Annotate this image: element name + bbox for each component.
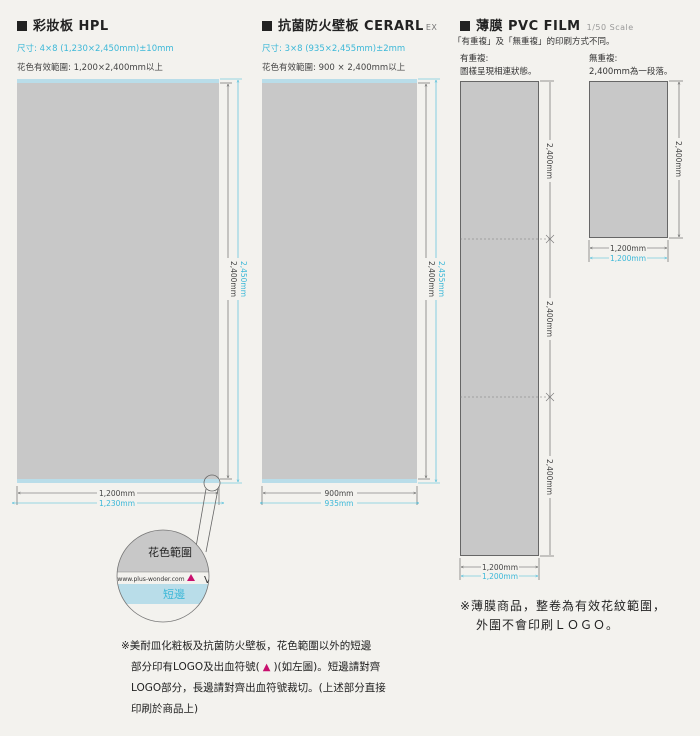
notes-line-2: 部分印有LOGO及出血符號(▲)(如左圖)。短邊請對齊: [131, 661, 381, 673]
film-segment-2-label: 2,400mm: [545, 301, 554, 337]
cerarl-width-label: 900mm: [325, 489, 354, 498]
cerarl-bleed-bottom: [262, 479, 417, 483]
square-bullet-icon: [460, 21, 470, 31]
film-norepeat-height-label: 2,400mm: [674, 141, 683, 177]
magnifier-short-edge: 短邊: [163, 587, 185, 601]
film-width-label: 1,200mm: [482, 563, 518, 572]
film-segment-1-label: 2,400mm: [545, 143, 554, 179]
cerarl-effective-area: 花色有效範圍: 900 × 2,400mm以上: [262, 63, 406, 73]
hpl-bleed-bottom: [17, 479, 219, 483]
cerarl-spec: 尺寸: 3×8 (935×2,455mm)±2mm: [262, 44, 406, 54]
hpl-bleed-top: [17, 79, 219, 83]
magnifier-target-circle: [203, 474, 221, 492]
film-width-bleed-label: 1,200mm: [482, 572, 518, 581]
film-note-line-2: 外圍不會印刷ＬＯＧＯ。: [476, 618, 620, 632]
film-repeat-desc: 圖樣呈現相連狀態。: [460, 67, 537, 77]
film-norepeat-width-label: 1,200mm: [610, 244, 646, 253]
film-norepeat-width-bleed-label: 1,200mm: [610, 254, 646, 263]
notes-line-3: LOGO部分，長邊請對齊出血符號裁切。(上述部分直接: [131, 682, 386, 694]
film-note: ※薄膜商品，整卷為有效花紋範圍， 外圍不會印刷ＬＯＧＯ。: [460, 597, 666, 635]
hpl-width-bleed-label: 1,230mm: [99, 499, 135, 508]
magnifier-label: 花色範圍: [148, 545, 192, 559]
hpl-panel: [17, 83, 219, 479]
film-subtitle: 「有重複」及「無重複」的印刷方式不同。: [453, 37, 615, 47]
magnifier-v-mark: V: [204, 575, 211, 586]
hpl-height-bleed-label: 2,450mm: [239, 261, 248, 297]
magnifier-url: www.plus-wonder.com: [117, 576, 184, 583]
hpl-height-label: 2,400mm: [229, 261, 238, 297]
square-bullet-icon: [17, 21, 27, 31]
film-repeat-label: 有重複:: [460, 54, 489, 64]
film-norepeat-desc: 2,400mm為一段落。: [589, 67, 673, 77]
cerarl-width-bleed-label: 935mm: [325, 499, 354, 508]
bleed-mark-icon: ▲: [262, 662, 271, 673]
film-segment-3-label: 2,400mm: [545, 459, 554, 495]
bottom-notes: ※美耐皿化粧板及抗菌防火壁板，花色範圍以外的短邊 部分印有LOGO及出血符號(▲…: [121, 636, 386, 720]
film-norepeat-panel: [589, 81, 668, 238]
hpl-spec: 尺寸: 4×8 (1,230×2,450mm)±10mm: [17, 44, 174, 54]
hpl-title: 彩妝板 HPL: [17, 15, 109, 34]
cerarl-bleed-top: [262, 79, 417, 83]
square-bullet-icon: [262, 21, 272, 31]
hpl-width-label: 1,200mm: [99, 489, 135, 498]
cerarl-height-label: 2,400mm: [427, 261, 436, 297]
hpl-effective-area: 花色有效範圍: 1,200×2,400mm以上: [17, 63, 163, 73]
film-repeat-panel: [460, 81, 539, 556]
cerarl-height-bleed-label: 2,455mm: [437, 261, 446, 297]
bleed-mark-icon: [187, 574, 195, 581]
cerarl-panel: [262, 83, 417, 479]
film-note-line-1: ※薄膜商品，整卷為有效花紋範圍，: [460, 599, 667, 613]
notes-line-4: 印刷於商品上): [131, 703, 199, 715]
notes-line-1: ※美耐皿化粧板及抗菌防火壁板，花色範圍以外的短邊: [121, 640, 372, 652]
film-norepeat-label: 無重複:: [589, 54, 618, 64]
magnifier-view: 花色範圍 www.plus-wonder.com V 短邊: [117, 530, 211, 622]
